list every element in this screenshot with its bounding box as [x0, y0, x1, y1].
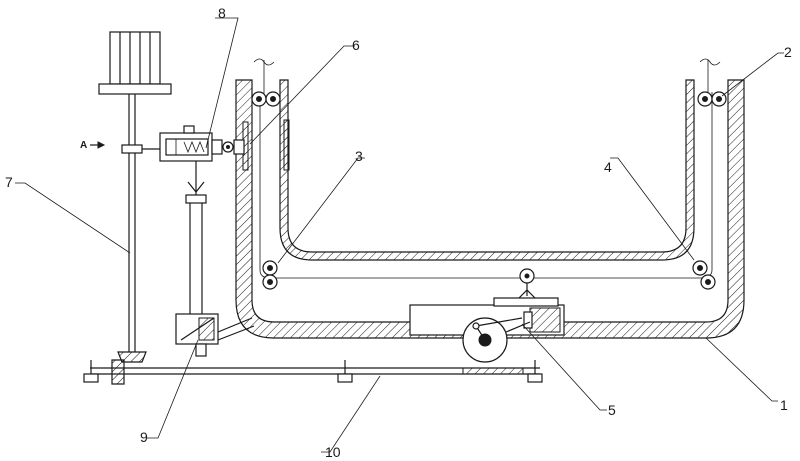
label-5: 5: [608, 402, 616, 418]
label-2: 2: [784, 44, 792, 60]
label-7: 7: [5, 174, 13, 190]
section-label: A: [80, 140, 87, 151]
roller-pair-left-bottom: [262, 260, 278, 290]
label-3: 3: [355, 148, 363, 164]
label-10: 10: [325, 444, 341, 460]
part-labels: 8 6 2 3 4 7 1 5 9 10: [5, 5, 792, 460]
label-4: 4: [604, 159, 612, 175]
roller-pair-right-bottom: [692, 260, 716, 290]
label-8: 8: [218, 5, 226, 21]
tank-wall: [235, 79, 745, 339]
motor: [98, 31, 172, 95]
drive-box: [409, 297, 565, 363]
center-hook: [516, 268, 538, 301]
section-marker: A: [80, 140, 106, 151]
bevel-gear: [111, 351, 147, 385]
label-6: 6: [352, 37, 360, 53]
base-rail: [83, 360, 543, 383]
leader-lines: [15, 17, 784, 453]
inner-channel: [279, 79, 695, 261]
slider-cylinder: [142, 125, 245, 162]
gear-box: [175, 313, 255, 357]
lead-screw: [185, 161, 207, 314]
label-1: 1: [780, 397, 788, 413]
vertical-shaft: [121, 94, 143, 352]
belt-path: [253, 58, 721, 279]
guide-slots: [242, 119, 290, 171]
roller-pair-left-top: [251, 91, 281, 107]
label-9: 9: [140, 429, 148, 445]
